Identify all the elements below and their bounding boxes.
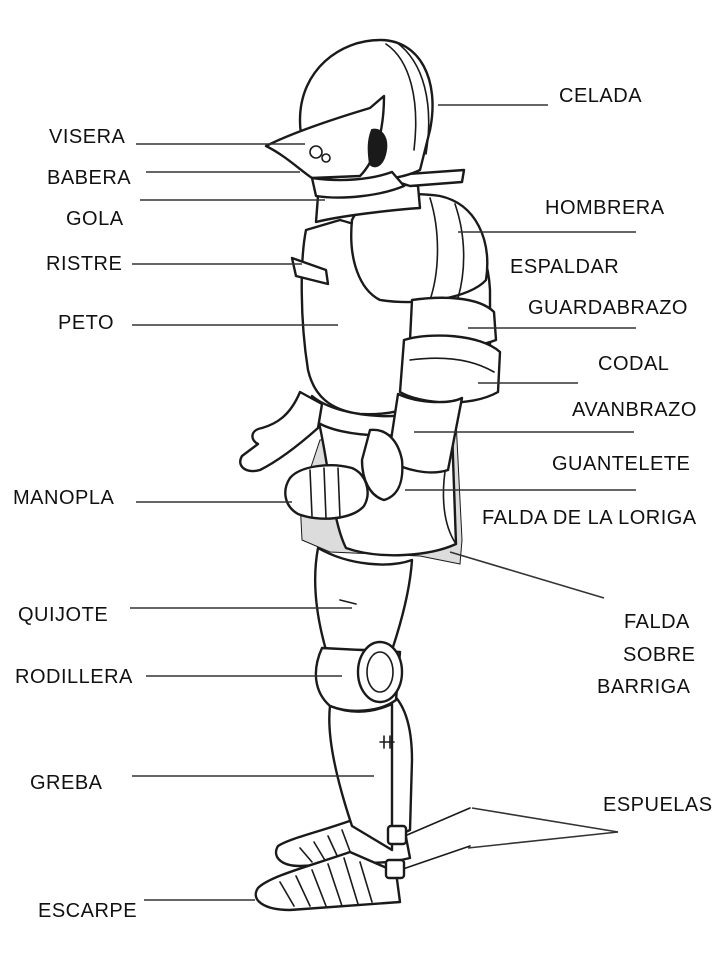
label-falda-sobre-2: SOBRE [623,644,696,666]
label-greba: GREBA [30,772,103,794]
label-visera: VISERA [49,126,126,148]
label-celada: CELADA [559,85,642,107]
thigh-plate [314,546,414,652]
front-sabaton [254,850,402,912]
label-espuelas: ESPUELAS [603,794,713,816]
label-hombrera: HOMBRERA [545,197,665,219]
label-quijote: QUIJOTE [18,604,108,626]
label-espaldar: ESPALDAR [510,256,619,278]
spurs [384,807,471,880]
leader-lines [130,104,636,901]
bevor [310,170,406,199]
eye-slot [367,128,388,168]
label-manopla: MANOPLA [13,487,114,509]
open-gauntlet [239,390,324,473]
label-falda-sobre-3: BARRIGA [597,676,691,698]
label-codal: CODAL [598,353,669,375]
label-ristre: RISTRE [46,253,122,275]
label-guardabrazo: GUARDABRAZO [528,297,688,319]
part-labels: CELADA VISERA BABERA GOLA HOMBRERA RISTR… [13,85,713,922]
couter [398,334,502,404]
mitten-gauntlet [284,464,369,520]
label-peto: PETO [58,312,114,334]
armor-figure [239,38,502,912]
label-escarpe: ESCARPE [38,900,137,922]
front-greave [328,702,394,852]
label-babera: BABERA [47,167,131,189]
label-falda-loriga: FALDA DE LA LORIGA [482,507,697,529]
label-rodillera: RODILLERA [15,666,133,688]
visor [264,94,386,180]
knee-wing [356,640,404,704]
label-falda-sobre-1: FALDA [624,611,690,633]
label-gola: GOLA [66,208,124,230]
label-guantelete: GUANTELETE [552,453,690,475]
label-avanbrazo: AVANBRAZO [572,399,697,421]
